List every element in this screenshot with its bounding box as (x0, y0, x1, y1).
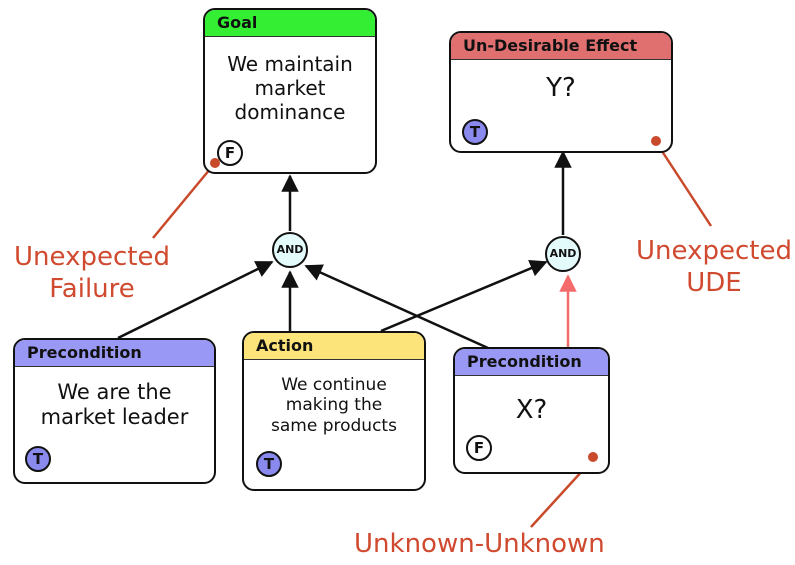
ude-text: Y? (451, 73, 671, 104)
goal-text-line-2: market (254, 76, 326, 100)
precondition-left-node: Precondition We are the market leader T (13, 338, 216, 484)
goal-text-line-3: dominance (234, 100, 346, 124)
annotation-unexpected-failure: Unexpected Failure (12, 241, 172, 305)
precondition-left-text-line-1: We are the (57, 380, 172, 404)
ude-header: Un-Desirable Effect (451, 33, 671, 60)
and-node-left: AND (272, 232, 308, 268)
precondition-right-header: Precondition (455, 349, 608, 376)
false-badge-icon: F (466, 435, 492, 461)
precondition-right-text: X? (455, 395, 608, 426)
false-badge-icon: F (217, 140, 243, 166)
action-text-line-1: We continue (281, 375, 387, 395)
edge-precondition-left-to-and-left (117, 260, 274, 340)
goal-node: Goal We maintain market dominance F (203, 8, 377, 174)
action-text: We continue making the same products (244, 375, 424, 436)
action-node: Action We continue making the same produ… (242, 331, 426, 491)
action-text-line-2: making the (285, 395, 383, 416)
precondition-left-text: We are the market leader (15, 380, 214, 430)
precondition-right-text-line-1: X? (515, 395, 548, 425)
marker-unknown-unknown (588, 452, 598, 462)
and-node-right: AND (545, 236, 581, 272)
annotation-unknown-unknown: Unknown-Unknown (354, 529, 605, 559)
marker-unexpected-ude (651, 136, 661, 146)
true-badge-icon: T (462, 119, 488, 145)
annotation-unexpected-ude-line-1: Unexpected (636, 236, 792, 266)
precondition-left-header: Precondition (15, 340, 214, 367)
annotation-unexpected-failure-line-1: Unexpected (14, 242, 170, 272)
ude-node: Un-Desirable Effect Y? T (449, 31, 673, 153)
edge-action-to-and-right (380, 260, 548, 333)
annotation-unexpected-failure-line-2: Failure (49, 274, 135, 304)
goal-header: Goal (205, 10, 375, 37)
marker-unexpected-failure (210, 158, 220, 168)
true-badge-icon: T (25, 446, 51, 472)
goal-text: We maintain market dominance (205, 52, 375, 124)
edge-precondition-right-to-and-left (304, 264, 489, 350)
action-header: Action (244, 333, 424, 360)
pointer-unexpected-failure (152, 162, 216, 239)
goal-text-line-1: We maintain (227, 52, 353, 76)
true-badge-icon: T (256, 451, 282, 477)
ude-text-line-1: Y? (546, 73, 576, 103)
action-text-line-3: same products (271, 415, 397, 436)
pointer-unexpected-ude (654, 141, 713, 227)
precondition-right-node: Precondition X? F (453, 347, 610, 474)
precondition-left-text-line-2: market leader (40, 405, 189, 430)
annotation-unexpected-ude: Unexpected UDE (634, 235, 794, 299)
annotation-unexpected-ude-line-2: UDE (686, 268, 742, 298)
